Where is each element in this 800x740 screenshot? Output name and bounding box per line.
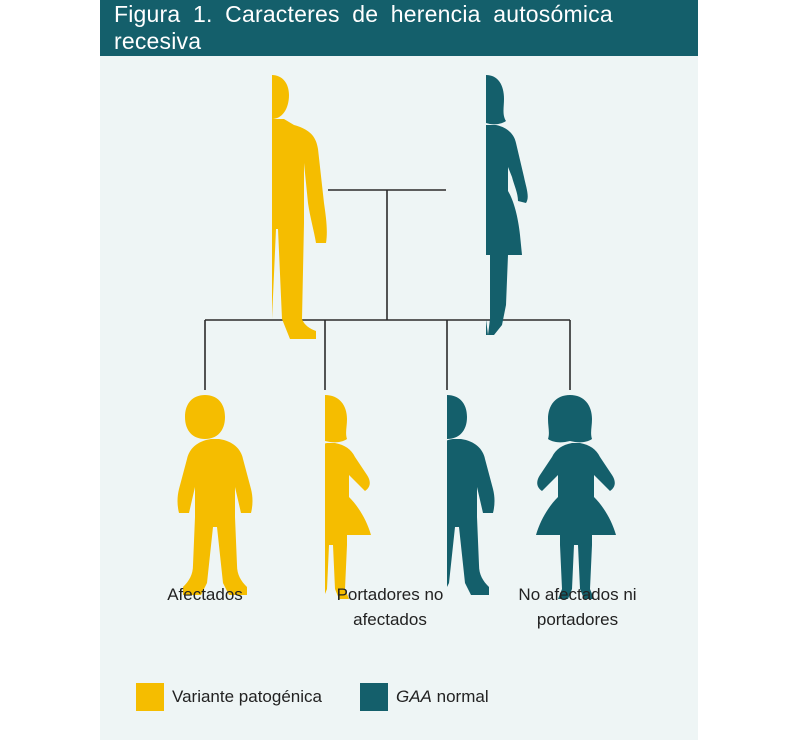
- title-bar: Figura 1. Caracteres de herencia autosóm…: [100, 0, 698, 56]
- legend-gene-name: GAA: [396, 687, 432, 706]
- legend-label-normal: GAA normal: [396, 683, 489, 711]
- label-affected: Afectados: [140, 582, 270, 607]
- label-carriers-line2: afectados: [353, 610, 427, 629]
- label-unaffected-line2: portadores: [536, 610, 619, 629]
- pedigree-lines: [204, 189, 571, 390]
- legend-normal-suffix: normal: [431, 687, 489, 706]
- woman-silhouette-icon: [486, 75, 528, 335]
- girl-silhouette-icon: [536, 395, 616, 599]
- figure-title: Figura 1. Caracteres de herencia autosóm…: [114, 1, 613, 54]
- boy-silhouette-icon: [177, 395, 253, 595]
- label-unaffected-line1: No afectados ni: [518, 585, 637, 604]
- label-carriers-line1: Portadores no: [336, 585, 444, 604]
- girl-silhouette-icon: [325, 395, 371, 599]
- label-unaffected: No afectados ni portadores: [500, 582, 655, 632]
- legend-swatch-normal: [360, 683, 388, 711]
- boy-silhouette-icon: [447, 395, 495, 595]
- legend-label-pathogenic: Variante patogénica: [172, 687, 322, 706]
- diagram-panel: [100, 0, 698, 740]
- label-affected-text: Afectados: [167, 585, 243, 604]
- label-carriers: Portadores no afectados: [315, 582, 465, 632]
- legend-swatch-pathogenic: [136, 683, 164, 711]
- man-silhouette-icon: [272, 75, 327, 339]
